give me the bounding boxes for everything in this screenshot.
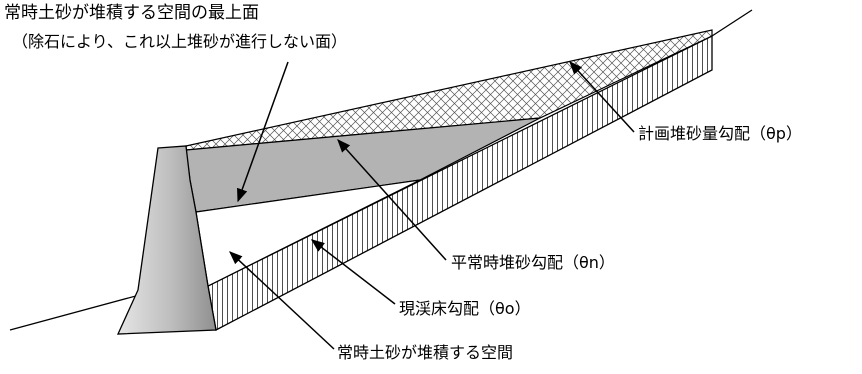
label-planned-gradient: 計画堆砂量勾配（θp） — [638, 124, 802, 143]
label-deposit-space: 常時土砂が堆積する空間 — [337, 343, 514, 362]
arrow-deposit-space — [229, 251, 335, 350]
ground-line-downstream — [9, 289, 159, 331]
label-normal-gradient: 平常時堆砂勾配（θn） — [451, 253, 615, 272]
sabo-dam-body — [116, 145, 217, 335]
label-max-surface-line1: 常時土砂が堆積する空間の最上面 — [4, 3, 259, 23]
label-bed-gradient: 現渓床勾配（θo） — [399, 299, 531, 318]
arrow-bed-gradient — [310, 239, 396, 305]
arrow-max-surface — [237, 61, 289, 203]
ground-line-upstream — [711, 9, 753, 37]
arrow-normal-gradient — [337, 138, 447, 261]
label-max-surface-line2: （除石により、これ以上堆砂が進行しない面） — [12, 32, 348, 51]
arrow-planned-gradient — [569, 61, 635, 133]
